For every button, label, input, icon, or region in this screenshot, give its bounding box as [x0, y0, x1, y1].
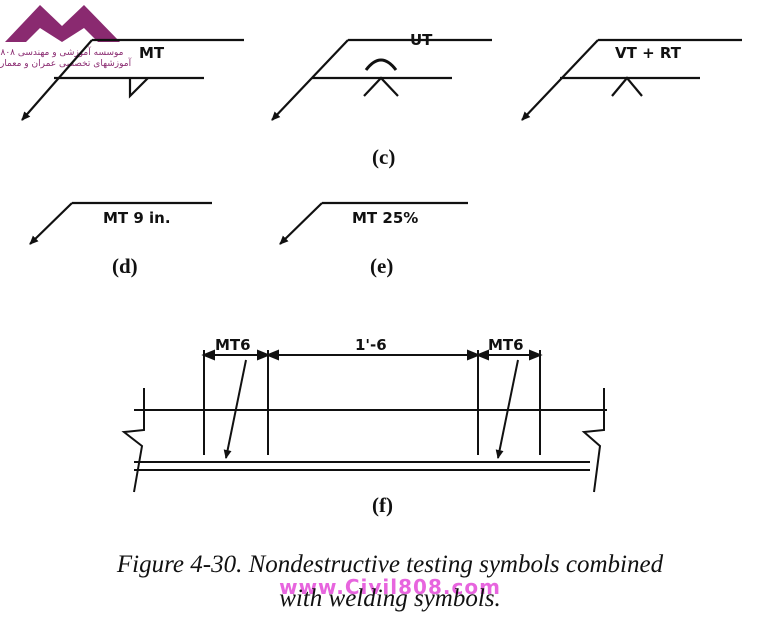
institute-logo: موسسه آموزشی و مهندسی ۸۰۸ آموزشهای تخصصی… [0, 5, 132, 69]
symbol-c1-mt [21, 38, 244, 121]
symbol-c2-text: UT [410, 31, 433, 49]
symbol-e-text: MT 25% [352, 209, 418, 227]
symbol-c1-text: MT [139, 44, 165, 62]
symbol-d-text: MT 9 in. [103, 209, 171, 227]
symbol-c3-vtrt [521, 38, 742, 121]
symbol-c3-text: VT + RT [615, 44, 682, 62]
label-f: (f) [372, 493, 393, 517]
symbol-f-right-text: MT6 [488, 336, 524, 354]
symbol-f-plate [121, 349, 607, 493]
logo-line-1: موسسه آموزشی و مهندسی ۸۰۸ [1, 46, 124, 58]
figure-caption-line-1: Figure 4-30. Nondestructive testing symb… [116, 551, 664, 578]
symbol-f-left-text: MT6 [215, 336, 251, 354]
label-c: (c) [372, 145, 395, 169]
site-watermark: www.Civil808.com [279, 575, 501, 599]
symbol-f-dimension-text: 1'-6 [355, 336, 387, 354]
figure-caption-line-2: with welding symbols. [279, 585, 501, 612]
symbol-d-mt-length [29, 201, 212, 245]
symbol-c2-ut [271, 38, 492, 121]
logo-mark-icon [5, 5, 120, 42]
logo-line-2: آموزشهای تخصصی عمران و معماری [0, 57, 132, 69]
symbol-e-mt-percent [279, 201, 468, 245]
label-e: (e) [370, 254, 393, 278]
label-d: (d) [112, 254, 138, 278]
